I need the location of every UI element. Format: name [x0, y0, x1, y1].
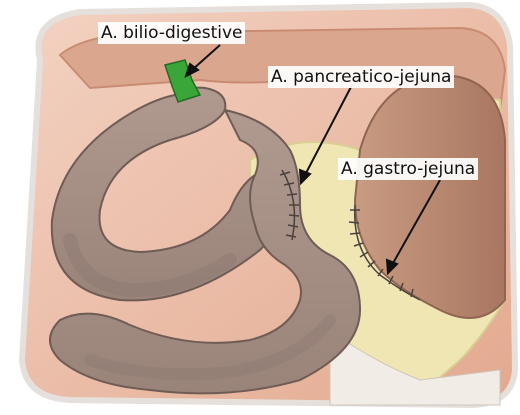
label-gastro-jejunal: A. gastro-jejuna [338, 158, 478, 180]
label-pancreatico-jejunal: A. pancreatico-jejuna [268, 66, 454, 88]
label-bilio-digestive: A. bilio-digestive [98, 22, 245, 44]
